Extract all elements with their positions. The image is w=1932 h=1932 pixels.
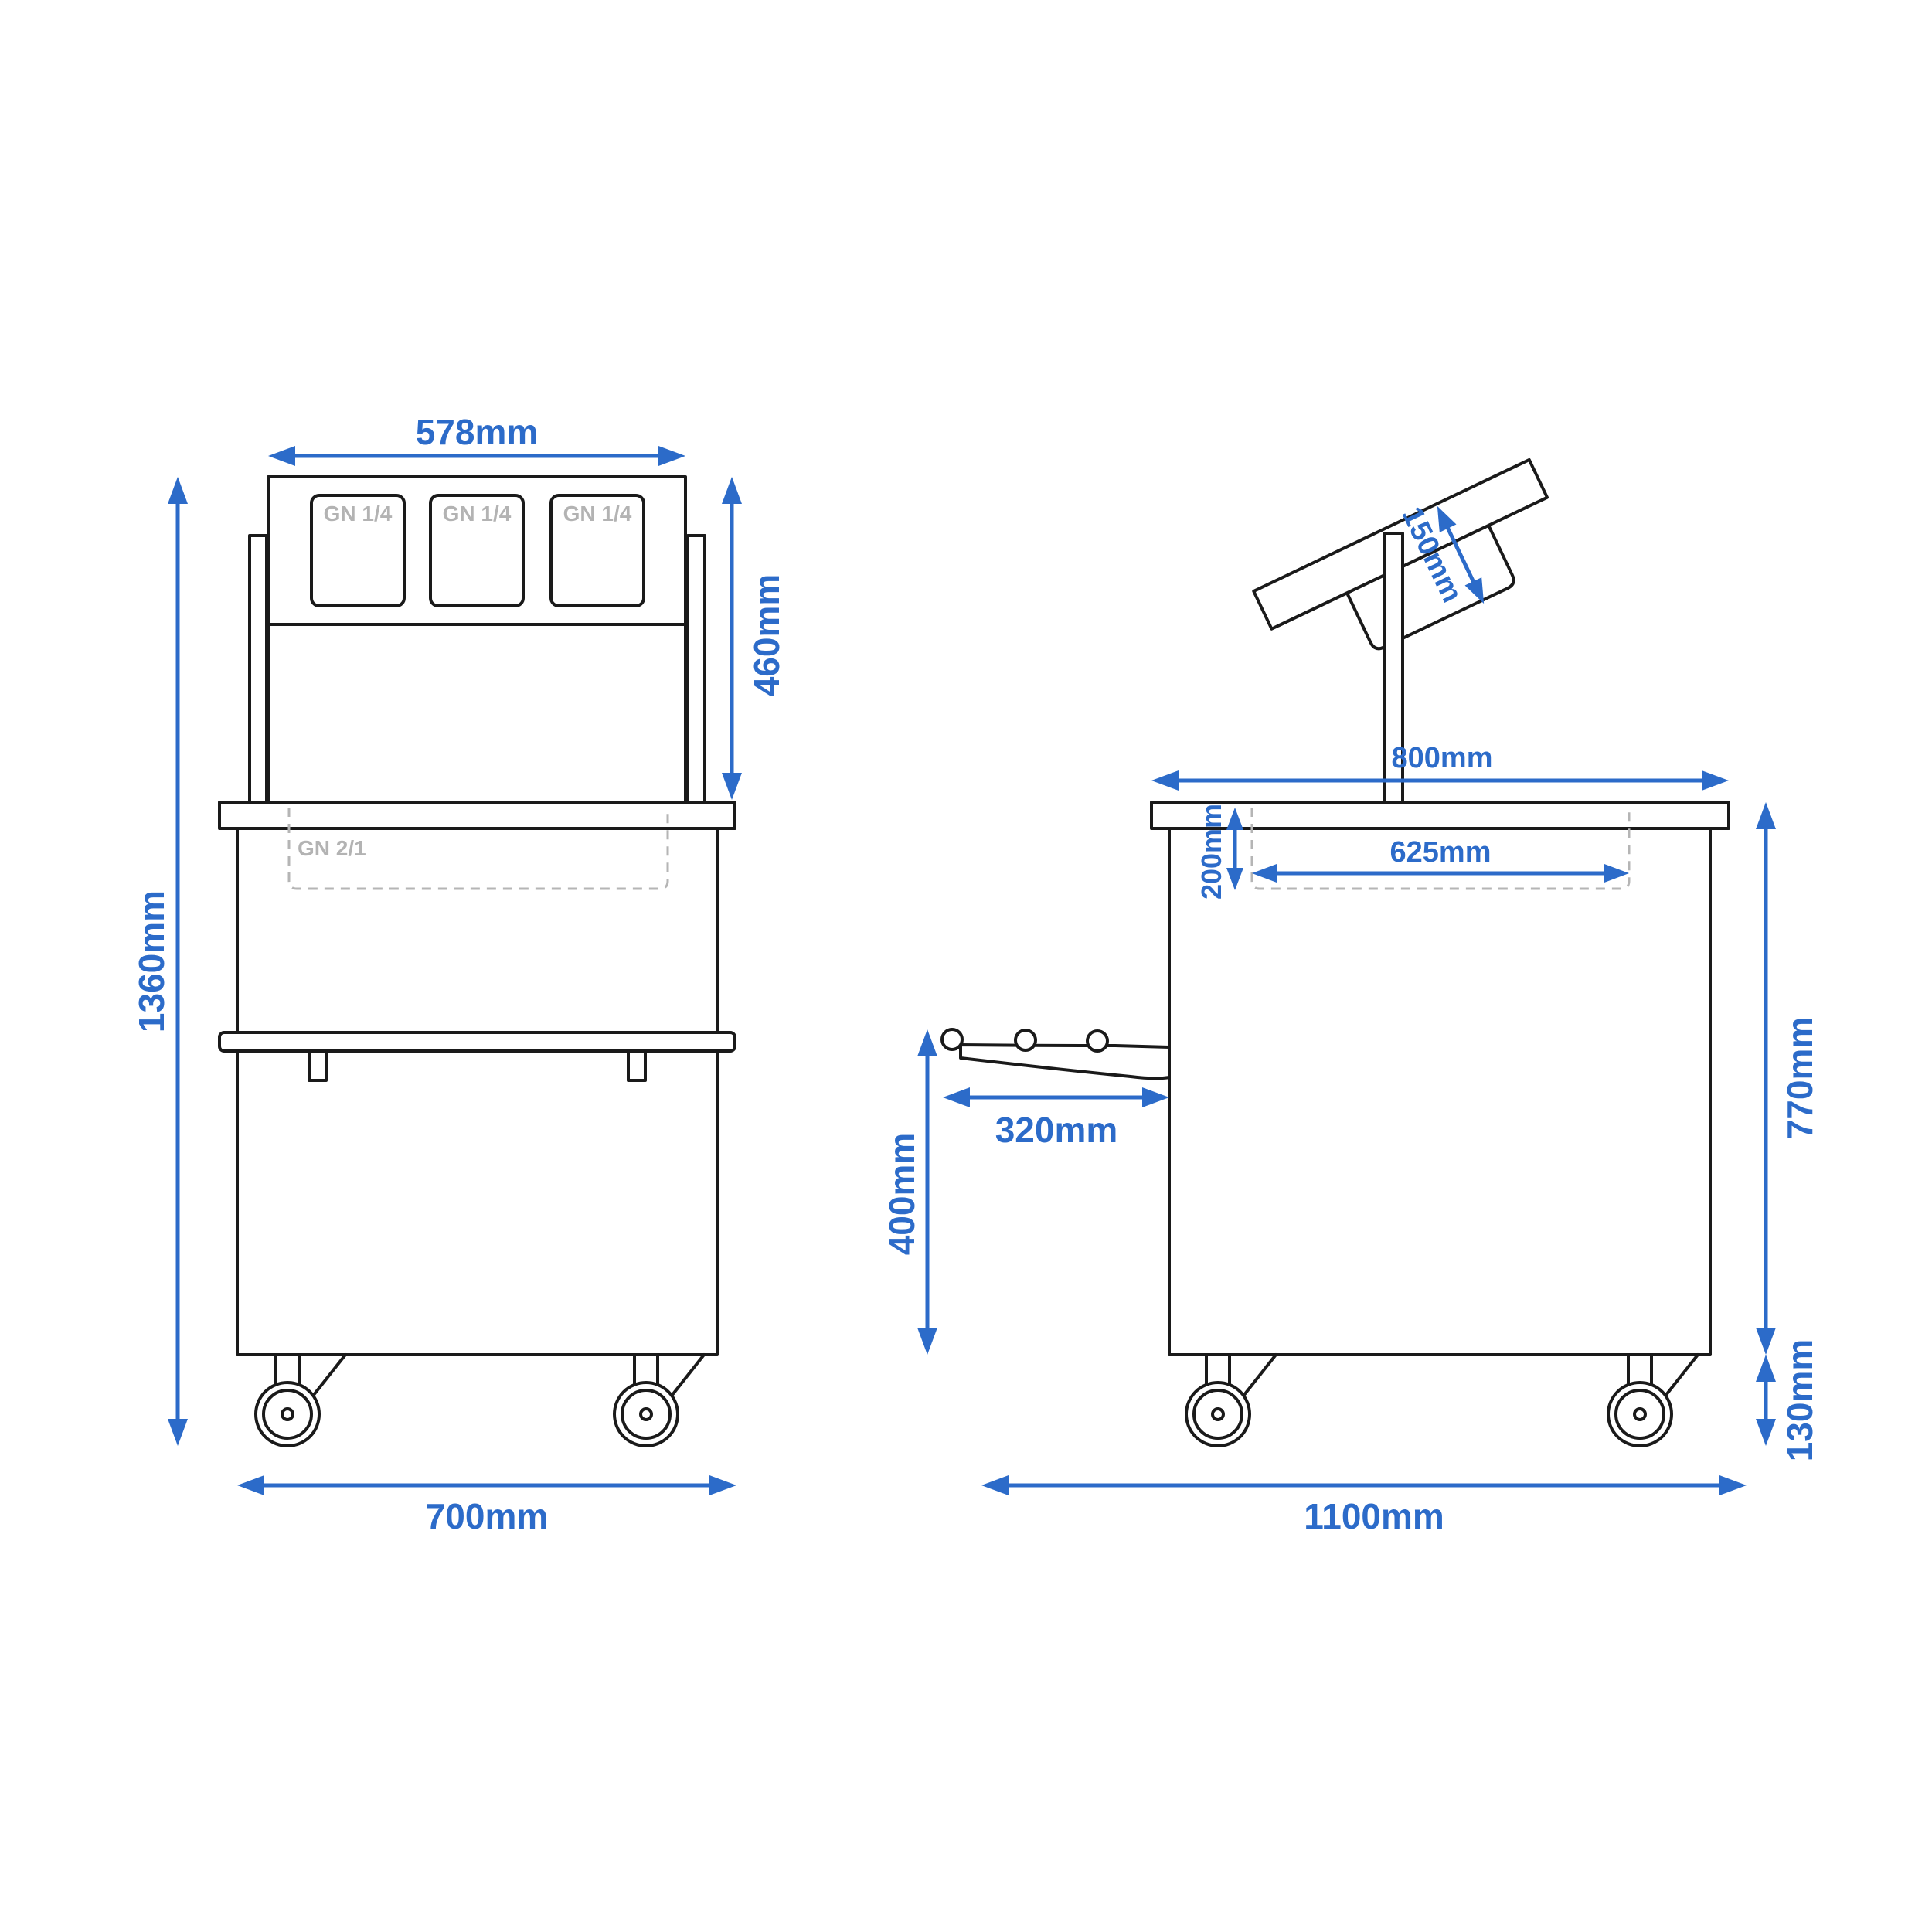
dim-canopy-height: 460mm	[722, 477, 787, 800]
front-caster-left	[254, 1353, 347, 1447]
dim-handle-height: 400mm	[882, 1029, 937, 1355]
dim-body-height: 770mm	[1756, 802, 1820, 1355]
dim-basin-length-label: 625mm	[1390, 836, 1492, 869]
dim-worktop-length-label: 800mm	[1392, 742, 1493, 774]
front-lower-body	[236, 1049, 719, 1356]
dim-handle-length-label: 320mm	[995, 1110, 1118, 1150]
front-shelf	[218, 1031, 736, 1053]
gn-pan-label-3: GN 1/4	[563, 502, 632, 526]
gn-pan-label-2: GN 1/4	[443, 502, 512, 526]
front-view: GN 1/4 GN 1/4 GN 1/4 GN 2/1	[218, 475, 736, 1356]
dim-total-height: 1360mm	[131, 477, 188, 1446]
gn-pan-2	[429, 494, 525, 607]
front-right-post	[686, 534, 706, 804]
dim-top-width-label: 578mm	[416, 412, 539, 452]
push-handle	[940, 1028, 1171, 1080]
dim-top-width: 578mm	[268, 412, 685, 466]
dim-canopy-height-label: 460mm	[747, 574, 787, 697]
dim-wheel-height: 130mm	[1756, 1339, 1820, 1462]
dim-total-length: 1100mm	[981, 1475, 1747, 1536]
dim-total-length-label: 1100mm	[1304, 1496, 1444, 1536]
dim-total-height-label: 1360mm	[131, 890, 172, 1032]
gn-pan-1	[310, 494, 406, 607]
front-worktop	[218, 801, 736, 830]
dim-wheel-height-label: 130mm	[1780, 1339, 1820, 1462]
side-caster-left	[1185, 1353, 1277, 1447]
gn-pan-label-1: GN 1/4	[324, 502, 393, 526]
front-upper-body	[236, 827, 719, 1034]
side-view	[940, 457, 1730, 1356]
dim-body-height-label: 770mm	[1780, 1017, 1820, 1140]
side-caster-right	[1607, 1353, 1699, 1447]
dim-handle-length: 320mm	[943, 1087, 1169, 1150]
dim-base-width: 700mm	[237, 1475, 736, 1536]
dim-basin-length: 625mm	[1252, 836, 1629, 883]
side-body	[1168, 827, 1712, 1356]
dim-basin-depth-label: 200mm	[1196, 804, 1227, 900]
dim-basin-depth: 200mm	[1196, 804, 1243, 900]
gn-pan-3	[549, 494, 645, 607]
front-left-post	[248, 534, 268, 804]
side-tray	[1252, 457, 1549, 804]
dim-handle-height-label: 400mm	[882, 1133, 922, 1256]
front-caster-right	[613, 1353, 706, 1447]
basin-label: GN 2/1	[298, 836, 366, 860]
dim-base-width-label: 700mm	[426, 1496, 549, 1536]
dim-worktop-length: 800mm	[1151, 742, 1729, 791]
